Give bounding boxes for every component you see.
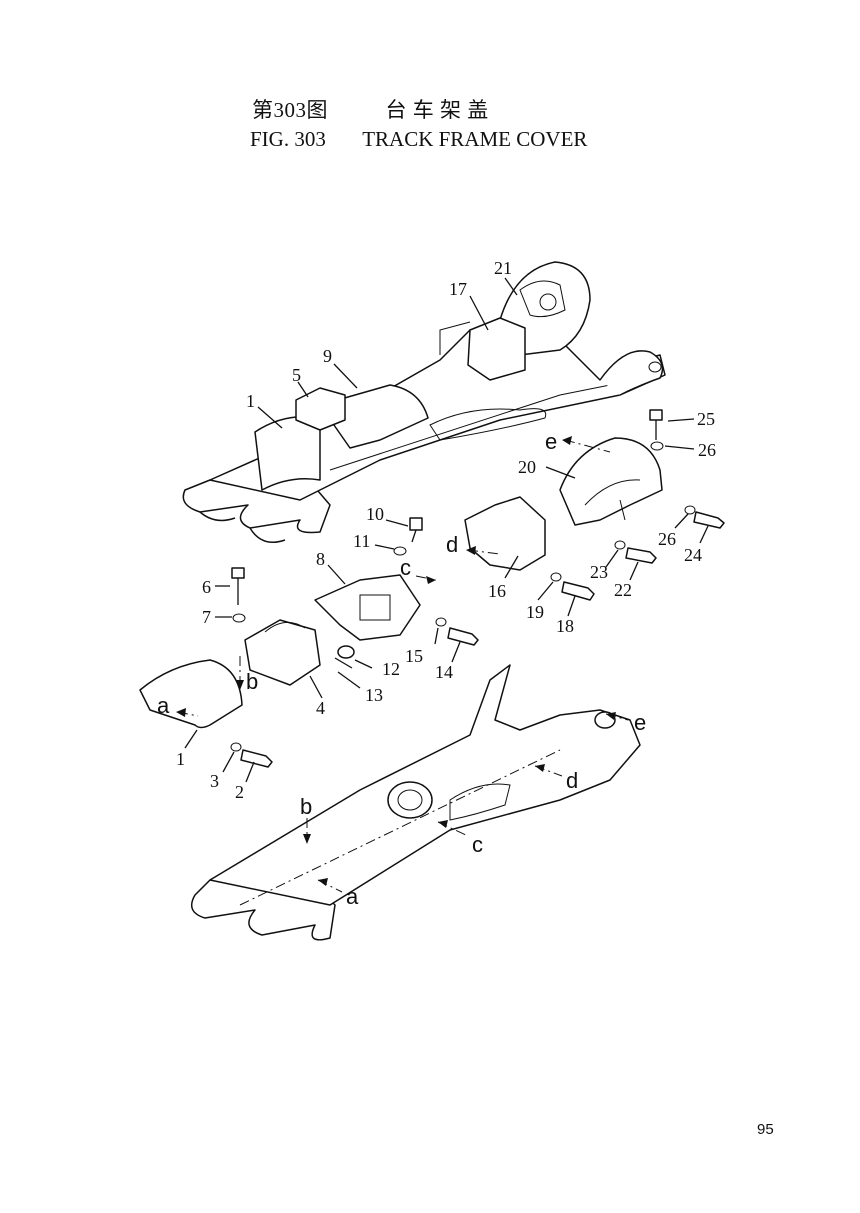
callout-6: 6 (202, 577, 211, 597)
ref-e-top: e (545, 429, 557, 454)
ref-d-top: d (446, 532, 458, 557)
callout-labels: 21 17 9 5 1 25 26 20 10 11 8 6 7 12 13 1… (176, 258, 716, 802)
leader-lines (184, 277, 709, 783)
callout-26-bottom: 26 (658, 529, 676, 549)
reference-markers: e d c b a e d c b a (157, 429, 646, 909)
callout-12: 12 (382, 659, 400, 679)
ref-b-top: b (246, 669, 258, 694)
part-8-plate (314, 574, 421, 641)
bottom-track-frame (190, 664, 641, 941)
callout-18: 18 (556, 616, 574, 636)
callout-11: 11 (353, 531, 370, 551)
callout-24: 24 (684, 545, 702, 565)
callout-9: 9 (323, 346, 332, 366)
ref-a-top: a (157, 693, 170, 718)
callout-17: 17 (449, 279, 467, 299)
part-1-cover (139, 659, 243, 729)
callout-10: 10 (366, 504, 384, 524)
ref-c-bottom: c (472, 832, 483, 857)
callout-14: 14 (435, 662, 453, 682)
callout-8: 8 (316, 549, 325, 569)
ref-a-bottom: a (346, 884, 359, 909)
callout-13: 13 (365, 685, 383, 705)
callout-19: 19 (526, 602, 544, 622)
ref-c-top: c (400, 555, 411, 580)
callout-21: 21 (494, 258, 512, 278)
callout-16: 16 (488, 581, 506, 601)
callout-5: 5 (292, 365, 301, 385)
ref-d-bottom: d (566, 768, 578, 793)
callout-20: 20 (518, 457, 536, 477)
figure-title-chinese: 第303图 台 车 架 盖 (252, 98, 489, 122)
ref-e-bottom: e (634, 710, 646, 735)
callout-3: 3 (210, 771, 219, 791)
callout-25: 25 (697, 409, 715, 429)
callout-26-top: 26 (698, 440, 716, 460)
ref-b-bottom: b (300, 794, 312, 819)
callout-7: 7 (202, 607, 211, 627)
figure-title-english: FIG. 303 TRACK FRAME COVER (250, 127, 588, 151)
top-track-frame-assembly (182, 261, 666, 543)
callout-1-bottom: 1 (176, 749, 185, 769)
callout-22: 22 (614, 580, 632, 600)
callout-15: 15 (405, 646, 423, 666)
fasteners (230, 409, 725, 768)
callout-2: 2 (235, 782, 244, 802)
part-20-cover (559, 437, 663, 526)
part-16-bracket (464, 496, 546, 571)
page-number: 95 (757, 1121, 774, 1138)
callout-1-top: 1 (246, 391, 255, 411)
callout-23: 23 (590, 562, 608, 582)
part-4-bracket-box (244, 619, 321, 686)
callout-4: 4 (316, 698, 325, 718)
